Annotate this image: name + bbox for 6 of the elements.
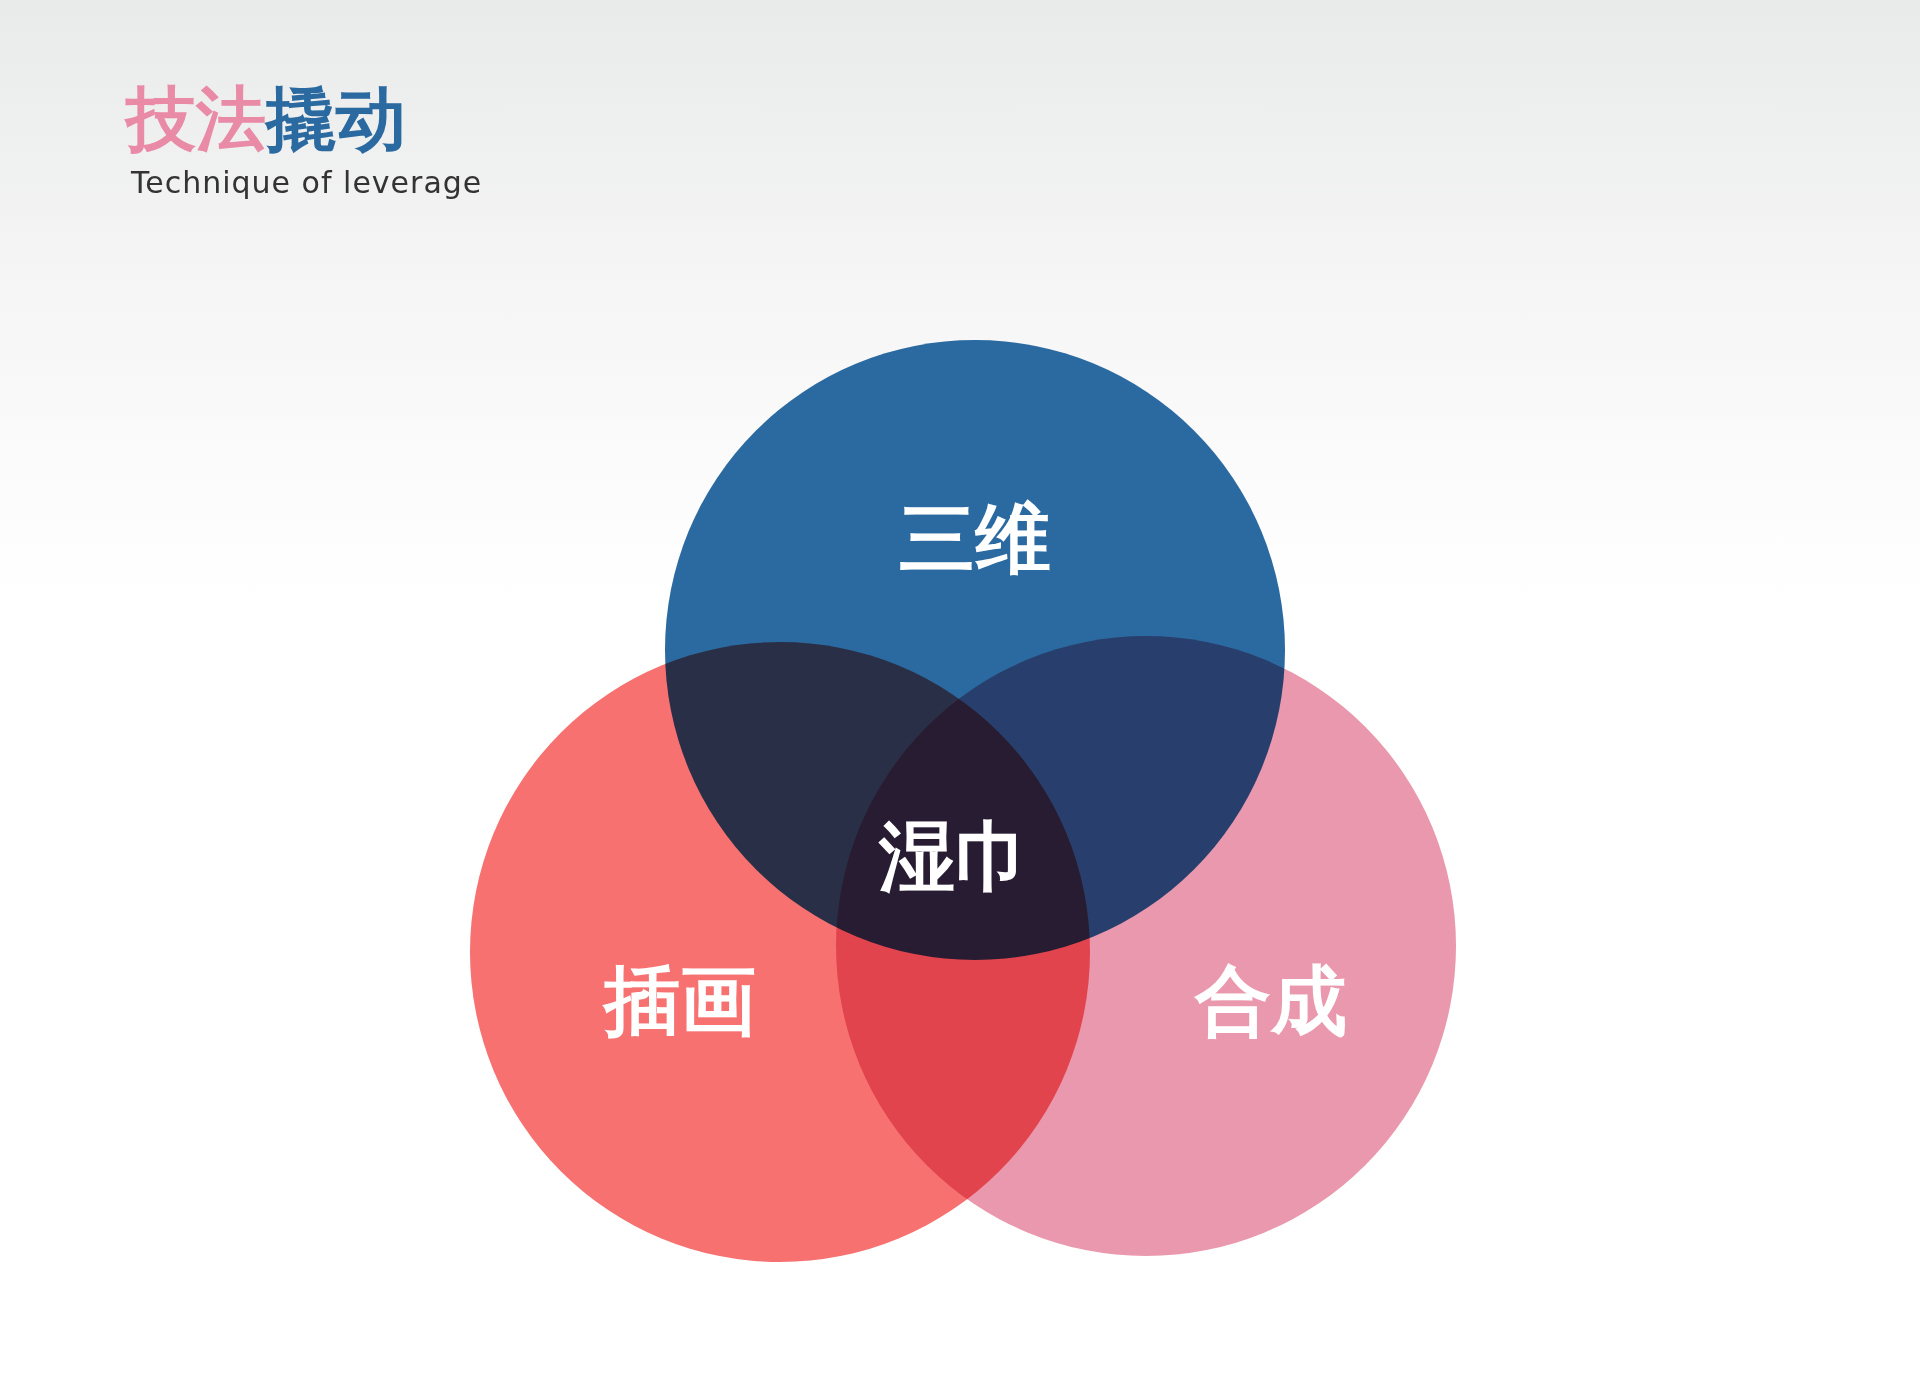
- circle-label: 插画: [604, 954, 756, 1047]
- circle-label: 三维: [899, 492, 1051, 585]
- title: 技法撬动: [126, 84, 406, 154]
- circle-label: 合成: [1195, 954, 1347, 1047]
- subtitle: Technique of leverage: [131, 166, 483, 199]
- center-label: 湿巾: [879, 815, 1031, 899]
